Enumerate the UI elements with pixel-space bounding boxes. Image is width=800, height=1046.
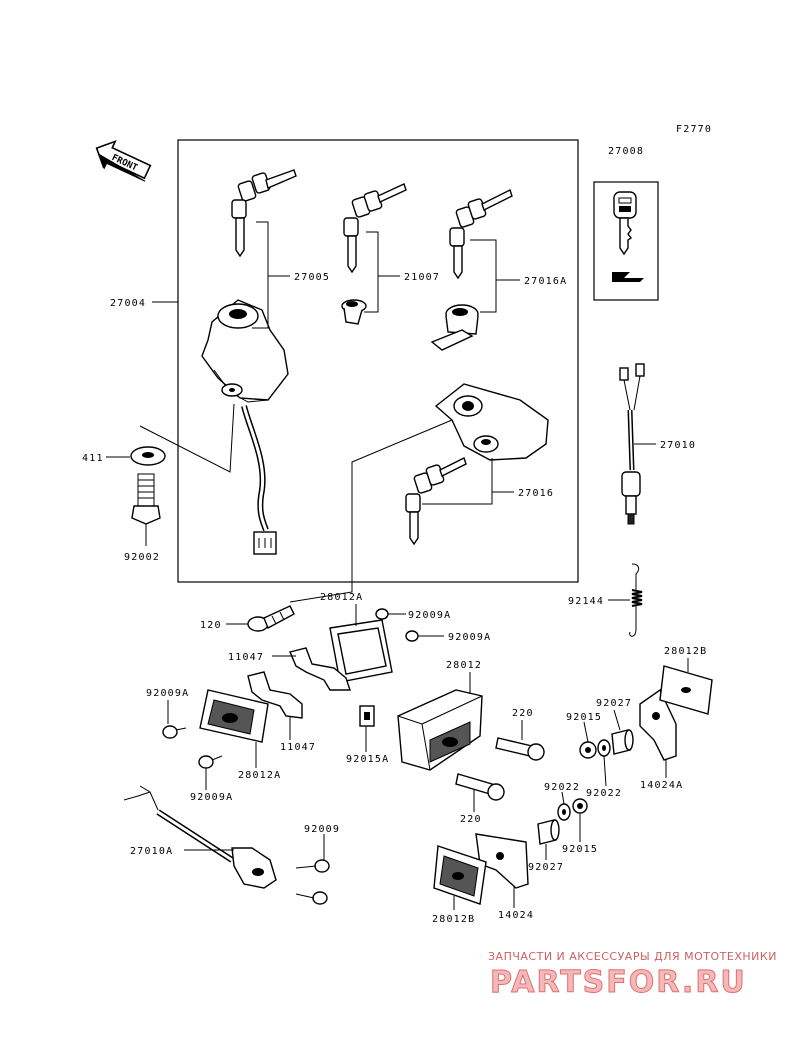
bolt-220-top bbox=[495, 737, 545, 761]
screw-92009A-2 bbox=[405, 630, 426, 642]
label-27008: 27008 bbox=[608, 146, 644, 157]
key-pair-21007 bbox=[343, 183, 407, 274]
label-92015A: 92015A bbox=[346, 754, 389, 765]
screw-92009-2 bbox=[295, 891, 328, 905]
label-92027-bottom: 92027 bbox=[528, 862, 564, 873]
bracket-11047-top bbox=[289, 647, 351, 691]
bracket-11047-bottom bbox=[247, 671, 303, 719]
key-pair-27016 bbox=[405, 457, 467, 546]
watermark-tagline: ЗАПЧАСТИ И АКСЕССУАРЫ ДЛЯ МОТОТЕХНИКИ bbox=[488, 950, 777, 963]
key-pair-27005 bbox=[231, 169, 297, 258]
label-27016A: 27016A bbox=[524, 276, 567, 287]
label-27004: 27004 bbox=[110, 298, 146, 309]
screw-92009A-left bbox=[162, 725, 187, 739]
label-11047-top: 11047 bbox=[228, 652, 264, 663]
lens-28012A-bottom bbox=[199, 689, 269, 743]
label-92009A-left: 92009A bbox=[146, 688, 189, 699]
watermark-brand: PARTSFOR.RU bbox=[490, 965, 747, 1000]
key-pair-27016A bbox=[449, 189, 513, 280]
spring-92144 bbox=[629, 563, 643, 637]
washer-92022-mid bbox=[557, 803, 571, 821]
label-27010: 27010 bbox=[660, 440, 696, 451]
label-92022-mid: 92022 bbox=[544, 782, 580, 793]
label-28012B-bottom: 28012B bbox=[432, 914, 475, 925]
screw-92009A-bottom bbox=[198, 755, 223, 769]
leader-lines bbox=[106, 221, 689, 910]
ignition-set-box bbox=[177, 139, 579, 583]
switch-27010A bbox=[123, 785, 277, 889]
switch-27010 bbox=[619, 363, 645, 525]
bolt-220-bottom bbox=[455, 773, 505, 801]
key-blank-box bbox=[593, 181, 659, 301]
label-92015-bottom: 92015 bbox=[562, 844, 598, 855]
label-92015: 92015 bbox=[566, 712, 602, 723]
label-27016: 27016 bbox=[518, 488, 554, 499]
figure-code: F2770 bbox=[676, 124, 712, 135]
license-light-housing-28012 bbox=[397, 689, 483, 771]
label-220-top: 220 bbox=[512, 708, 534, 719]
key-blank-icon bbox=[612, 191, 644, 282]
lens-28012A-top bbox=[329, 619, 393, 683]
label-27010A: 27010A bbox=[130, 846, 173, 857]
label-411: 411 bbox=[82, 453, 104, 464]
screw-120 bbox=[247, 605, 295, 632]
screw-92009A-1 bbox=[375, 608, 396, 620]
label-92027-top: 92027 bbox=[596, 698, 632, 709]
label-92144: 92144 bbox=[568, 596, 604, 607]
label-220-bottom: 220 bbox=[460, 814, 482, 825]
label-11047-bottom: 11047 bbox=[280, 742, 316, 753]
label-92009: 92009 bbox=[304, 824, 340, 835]
washer-411 bbox=[130, 446, 166, 466]
label-28012: 28012 bbox=[446, 660, 482, 671]
helmet-lock-27016 bbox=[434, 383, 549, 461]
label-28012A-bottom: 28012A bbox=[238, 770, 281, 781]
nut-92015-bottom bbox=[572, 798, 588, 814]
screw-92009-1 bbox=[295, 859, 330, 873]
label-92002: 92002 bbox=[124, 552, 160, 563]
label-92009A-bottom: 92009A bbox=[190, 792, 233, 803]
label-27005: 27005 bbox=[294, 272, 330, 283]
washer-92022-right bbox=[597, 739, 611, 757]
label-14024: 14024 bbox=[498, 910, 534, 921]
label-28012B-right: 28012B bbox=[664, 646, 707, 657]
grommet-92015A bbox=[359, 705, 375, 727]
bolt-92002 bbox=[131, 473, 161, 525]
nut-92015 bbox=[579, 741, 597, 759]
seat-lock-27016A bbox=[430, 304, 479, 351]
collar-92027-top bbox=[611, 729, 634, 755]
label-92009A-1: 92009A bbox=[408, 610, 451, 621]
lock-cylinder-21007 bbox=[341, 299, 367, 325]
label-14024A: 14024A bbox=[640, 780, 683, 791]
front-arrow-icon: FRONT bbox=[95, 139, 152, 182]
reflector-28012B-bottom bbox=[433, 845, 487, 905]
reflector-28012B-right bbox=[659, 665, 713, 715]
label-92022-right: 92022 bbox=[586, 788, 622, 799]
label-21007: 21007 bbox=[404, 272, 440, 283]
label-28012A-top: 28012A bbox=[320, 592, 363, 603]
label-92009A-2: 92009A bbox=[448, 632, 491, 643]
ignition-switch bbox=[201, 299, 289, 555]
collar-92027-bottom bbox=[537, 819, 560, 845]
label-120: 120 bbox=[200, 620, 222, 631]
